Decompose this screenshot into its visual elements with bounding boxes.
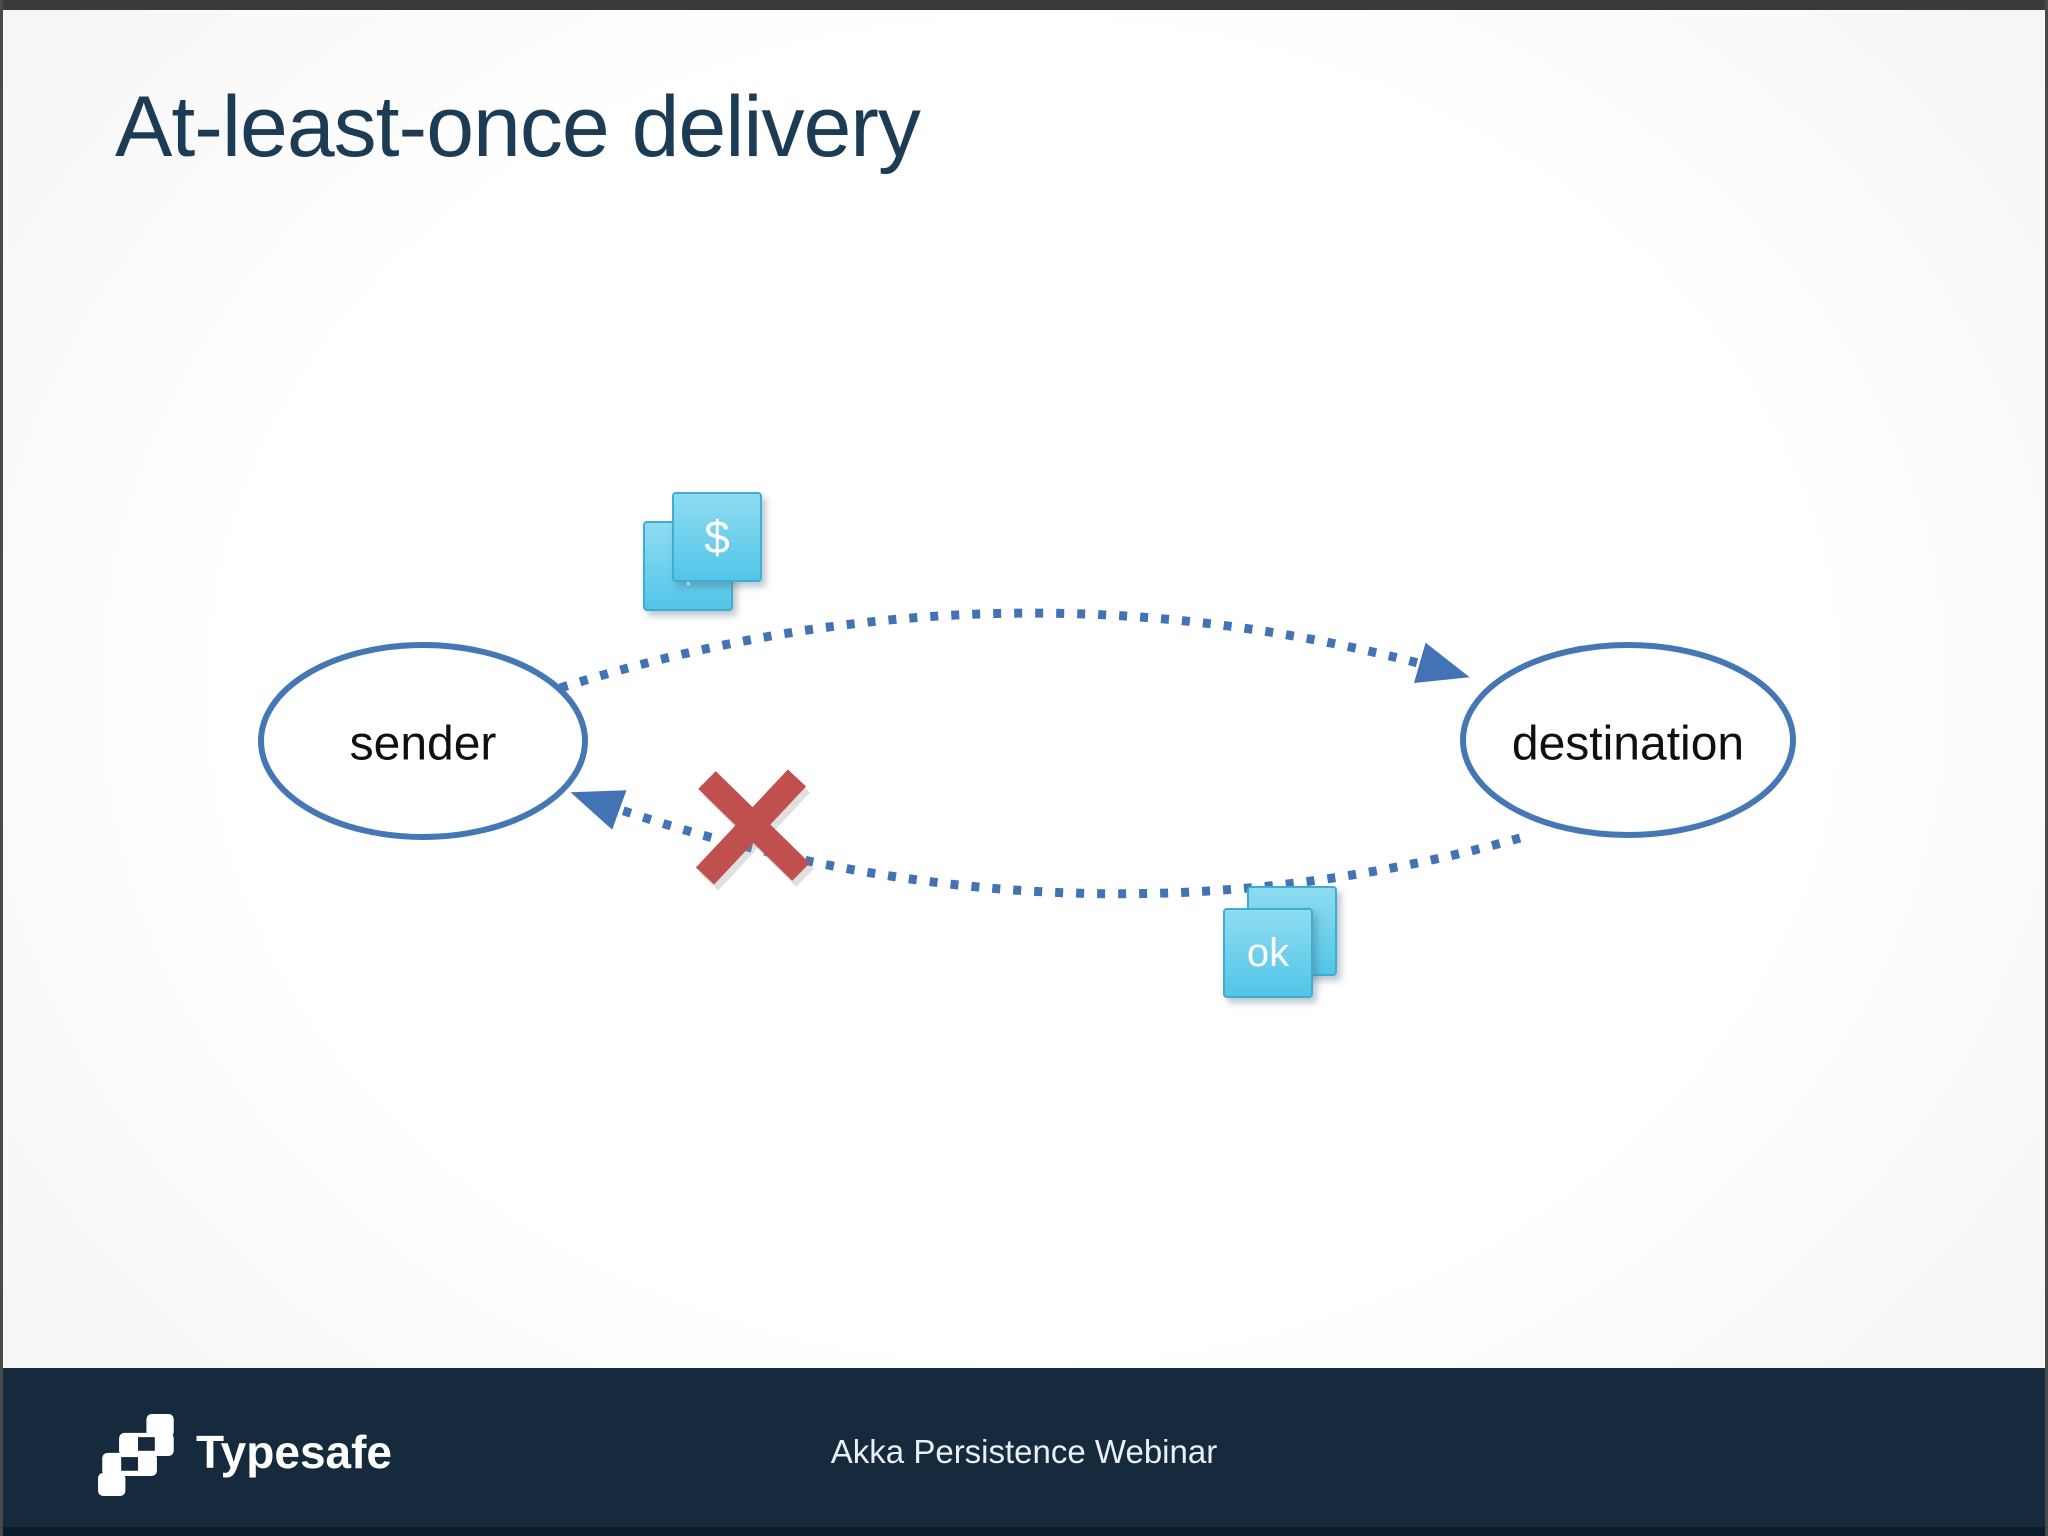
- window-right-edge: [2045, 0, 2048, 1536]
- window-left-edge: [0, 0, 3, 1536]
- request-arrow-dotted: [558, 608, 1470, 693]
- brand-block: Typesafe: [98, 1368, 392, 1536]
- destination-ellipse: [1460, 642, 1796, 838]
- ack-message-label: ok: [1246, 931, 1290, 975]
- footer-bottom-strip: [0, 1527, 2048, 1536]
- footer-bar: Typesafe Akka Persistence Webinar: [0, 1368, 2048, 1536]
- brand-name: Typesafe: [196, 1426, 393, 1478]
- footer-caption: Akka Persistence Webinar: [830, 1433, 1218, 1470]
- payment-message-icon-front: $: [672, 492, 762, 582]
- failure-x-icon: [695, 769, 814, 891]
- slide-title: At-least-once delivery: [115, 79, 921, 175]
- destination-label: destination: [1511, 717, 1745, 771]
- window-top-edge: [0, 0, 2048, 10]
- typesafe-logo-icon: [98, 1414, 174, 1496]
- sender-ellipse: [258, 642, 588, 840]
- ack-message-icon-front: ok: [1223, 908, 1313, 998]
- sender-label: sender: [349, 717, 497, 771]
- payment-message-label: $: [704, 511, 730, 563]
